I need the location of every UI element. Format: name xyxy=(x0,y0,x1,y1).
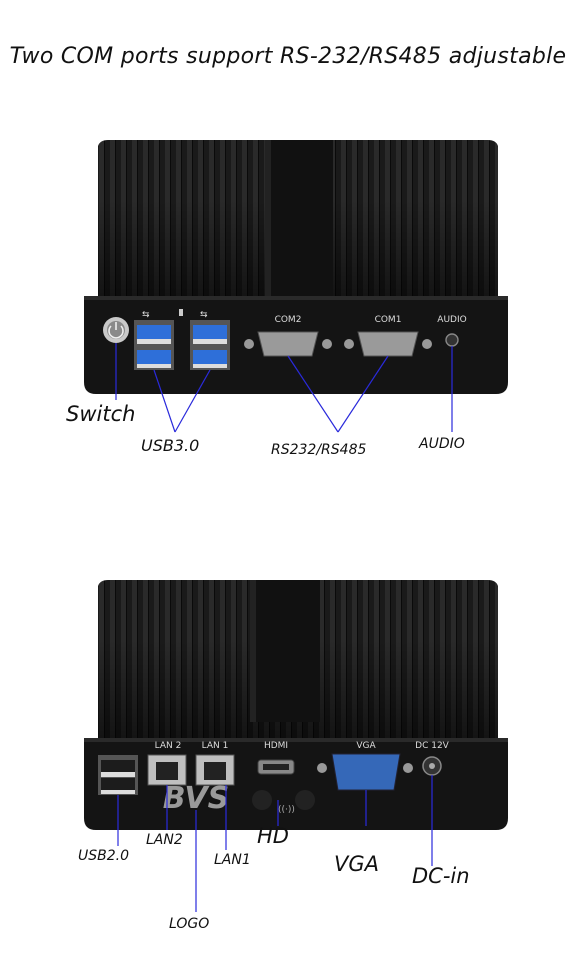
lan1-silkscreen: LAN 1 xyxy=(202,741,229,751)
lan-ports xyxy=(147,754,235,786)
audio-silkscreen: AUDIO xyxy=(437,315,466,325)
usb2-callout: USB2.0 xyxy=(78,848,130,864)
back-callout-lines xyxy=(117,775,433,912)
audio-callout: AUDIO xyxy=(419,436,465,452)
hd-callout: HD xyxy=(257,824,289,848)
com1-port xyxy=(344,331,432,357)
com2-silkscreen: COM2 xyxy=(275,315,302,325)
audio-jack xyxy=(445,333,459,347)
dcin-callout: DC-in xyxy=(412,864,470,888)
rs232-callout: RS232/RS485 xyxy=(271,442,367,458)
svg-text:⇆: ⇆ xyxy=(142,310,150,320)
lan2-silkscreen: LAN 2 xyxy=(155,741,182,751)
vga-callout: VGA xyxy=(334,852,380,876)
usb3-callout: USB3.0 xyxy=(141,436,200,455)
com1-silkscreen: COM1 xyxy=(375,315,402,325)
usb2-ports xyxy=(98,755,138,795)
back-device: ((·)) BVS LAN 2 LAN 1 HDMI VGA DC 12V xyxy=(84,580,508,830)
vga-silkscreen: VGA xyxy=(356,741,376,751)
svg-text:⇆: ⇆ xyxy=(200,310,208,320)
heading: Two COM ports support RS-232/RS485 adjus… xyxy=(9,44,567,69)
svg-text:((·)): ((·)) xyxy=(278,805,295,815)
dc-silkscreen: DC 12V xyxy=(415,741,450,751)
com2-port xyxy=(244,331,332,357)
front-device: ⇆ ⇆ COM2 COM1 AUDIO xyxy=(84,140,508,394)
lan1-callout: LAN1 xyxy=(214,852,251,868)
logo-callout: LOGO xyxy=(169,916,210,932)
lan2-callout: LAN2 xyxy=(146,832,183,848)
front-callout-lines xyxy=(115,343,453,433)
hdmi-silkscreen: HDMI xyxy=(264,741,288,751)
switch-callout: Switch xyxy=(66,402,136,426)
vga-port xyxy=(317,753,413,791)
usb3-ports: ⇆ ⇆ xyxy=(134,309,230,370)
